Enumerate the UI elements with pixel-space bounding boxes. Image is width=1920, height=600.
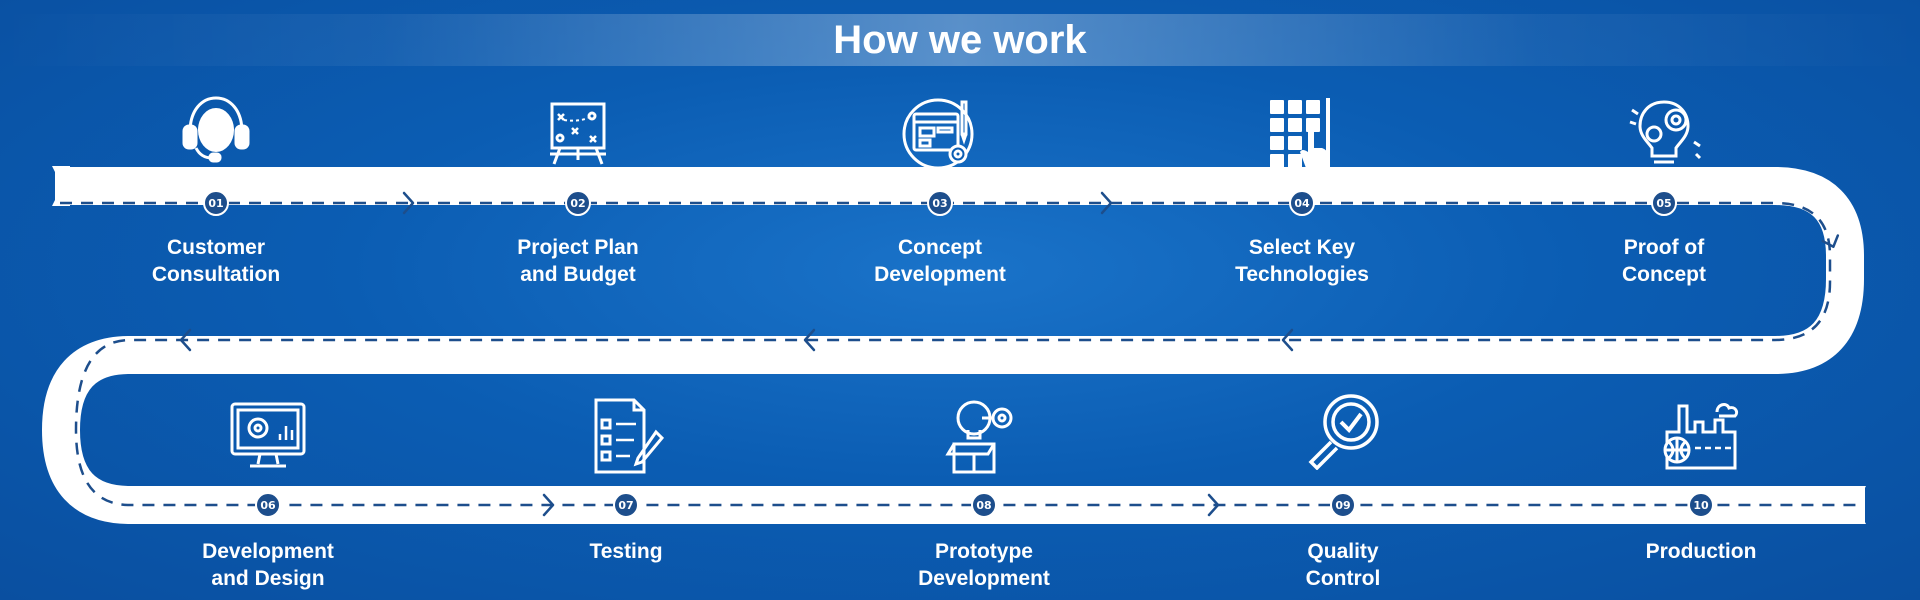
arrow-right-icon [1207, 493, 1220, 517]
step-number-label: 07 [618, 499, 633, 512]
step-number-badge [927, 190, 953, 216]
step-label: Development and Design [202, 540, 334, 590]
step-label: Quality Control [1305, 540, 1381, 590]
step-label: Concept Development [874, 236, 1006, 286]
step-label: Customer Consultation [151, 236, 281, 286]
step-number-label: 09 [1335, 499, 1350, 512]
arrow-right-icon [402, 191, 415, 215]
road-path [42, 167, 1865, 524]
step-label: Production [1645, 540, 1757, 563]
step-number-badge [565, 190, 591, 216]
step-label: Testing [589, 540, 663, 563]
step-number-label: 02 [570, 197, 585, 210]
magnifier-check-icon [1308, 394, 1379, 470]
road-end-notch [1850, 486, 1866, 524]
step-number-badge [203, 190, 229, 216]
arrow-left-icon [1281, 328, 1294, 352]
title-band [0, 14, 1920, 66]
step-number-label: 06 [260, 499, 276, 512]
step-label: Project Plan and Budget [517, 236, 639, 286]
arrow-left-icon [803, 328, 816, 352]
arrow-down-icon [1821, 234, 1840, 249]
step-number-label: 10 [1693, 499, 1709, 512]
step-number-label: 05 [1656, 197, 1671, 210]
step-number-label: 01 [208, 197, 223, 210]
step-number-badge [1330, 492, 1356, 518]
step-number-label: 03 [932, 197, 947, 210]
step-number-badge [971, 492, 997, 518]
step-number-label: 08 [976, 499, 991, 512]
box-idea-icon [945, 400, 1013, 474]
step-number-badge [613, 492, 639, 518]
factory-icon [1663, 403, 1739, 470]
step-number-badge [255, 492, 281, 518]
touch-grid-icon [1270, 98, 1330, 168]
web-design-icon [902, 98, 974, 170]
road-start-notch [52, 166, 70, 206]
step-label: Proof of Concept [1622, 236, 1706, 286]
arrow-right-icon [542, 493, 555, 517]
step-number-label: 04 [1294, 197, 1310, 210]
arrow-left-icon [179, 328, 192, 352]
step-label: Select Key Technologies [1235, 236, 1369, 286]
arrow-right-icon [1100, 191, 1113, 215]
step-label: Prototype Development [918, 540, 1050, 590]
step-number-badge [1651, 190, 1677, 216]
page-title: How we work [833, 18, 1087, 62]
monitor-gear-icon [230, 402, 306, 468]
strategy-board-icon [550, 102, 606, 165]
headset-icon [182, 96, 250, 163]
step-number-badge [1289, 190, 1315, 216]
checklist-pencil-icon [594, 398, 665, 474]
lightbulb-gear-icon [1629, 100, 1702, 164]
road-dash-line [60, 201, 1860, 507]
step-number-badge [1688, 492, 1714, 518]
